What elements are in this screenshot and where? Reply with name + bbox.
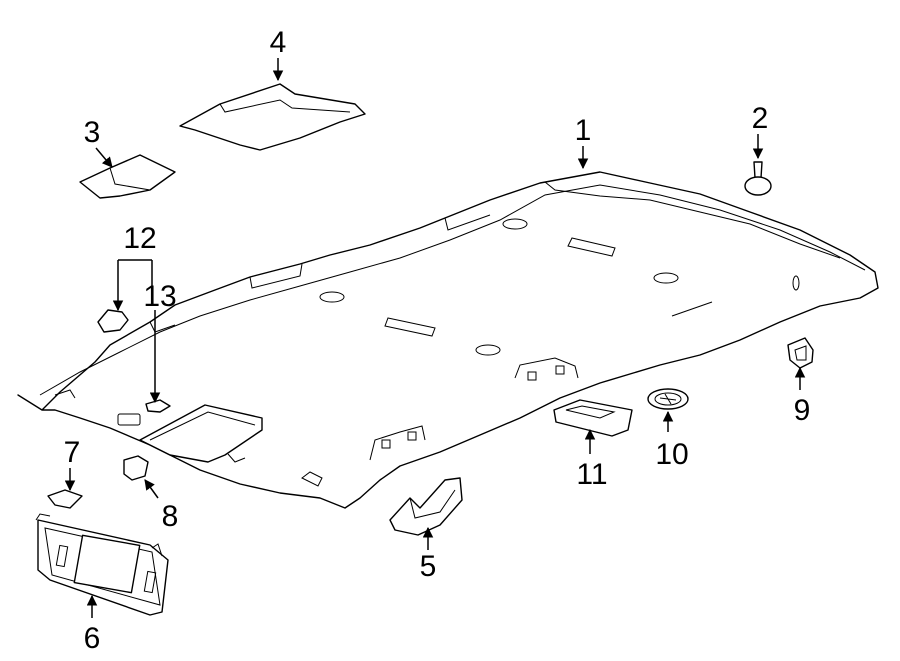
headliner-part	[17, 171, 879, 509]
grab-handle-part	[389, 477, 463, 536]
callout-7: 7	[64, 436, 81, 469]
panel-part	[179, 83, 366, 151]
lamp-part	[553, 399, 633, 437]
fastener-part	[123, 455, 149, 481]
callout-9: 9	[794, 394, 811, 427]
clip-part	[47, 489, 83, 509]
callout-13: 13	[143, 280, 176, 313]
callout-5: 5	[420, 550, 437, 583]
callout-11: 11	[576, 458, 607, 491]
grommet-part	[647, 388, 689, 410]
retainer-part	[97, 309, 129, 333]
sun-visor-part	[35, 513, 169, 616]
callout-10: 10	[655, 438, 688, 471]
callout-12: 12	[123, 222, 156, 255]
callout-4: 4	[270, 26, 287, 59]
hook-part	[787, 337, 814, 369]
callout-2: 2	[752, 102, 769, 135]
callout-1: 1	[575, 114, 592, 147]
callout-8: 8	[162, 500, 179, 533]
bracket-part	[79, 154, 176, 199]
callout-6: 6	[84, 622, 101, 655]
callout-3: 3	[84, 116, 101, 149]
pushpin-part	[744, 161, 772, 196]
